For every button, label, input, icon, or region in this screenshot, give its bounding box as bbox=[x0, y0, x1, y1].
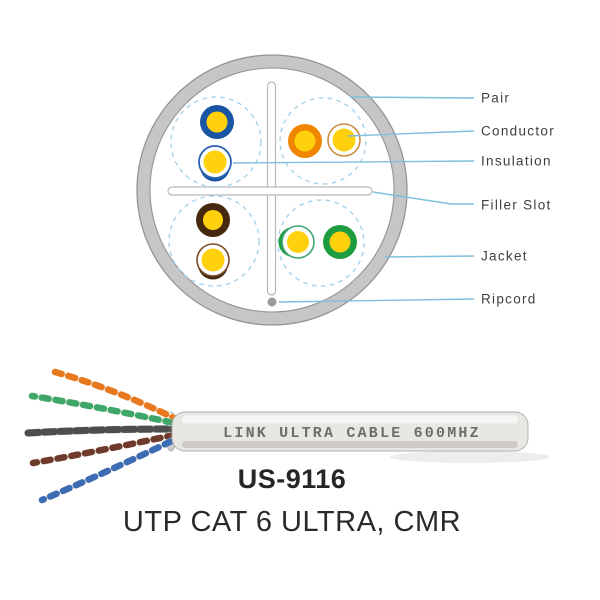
wire-blue-conductor bbox=[206, 111, 228, 133]
label-conductor: Conductor bbox=[481, 123, 555, 139]
label-filler-slot: Filler Slot bbox=[481, 197, 552, 213]
leader-ripcord bbox=[278, 298, 475, 303]
pair-gray-twist bbox=[24, 425, 178, 437]
ripcord-dot bbox=[267, 297, 277, 307]
label-jacket: Jacket bbox=[481, 248, 528, 264]
jacket-outer-edge bbox=[136, 54, 408, 326]
jacket-print-text: LINK ULTRA CABLE 600MHZ bbox=[223, 425, 481, 442]
wire-green-conductor bbox=[329, 231, 351, 253]
pair-boundary-top-left bbox=[170, 96, 262, 188]
wire-pair-green bbox=[278, 225, 357, 259]
product-model: US-9116 bbox=[237, 464, 347, 494]
pair-blue-twist bbox=[38, 435, 180, 504]
label-ripcord: Ripcord bbox=[481, 291, 537, 307]
cable-shadow bbox=[390, 451, 550, 463]
label-insulation: Insulation bbox=[481, 153, 552, 169]
pair-boundary-bottom-right bbox=[277, 199, 365, 287]
leader-conductor bbox=[347, 130, 475, 137]
wire-pair-blue bbox=[198, 105, 234, 182]
wire-pair-brown bbox=[196, 203, 230, 280]
wire-orange-white-conductor bbox=[332, 128, 356, 152]
cable-jacket-body: LINK ULTRA CABLE 600MHZ bbox=[171, 411, 529, 452]
leader-lines bbox=[232, 96, 475, 303]
pair-boundary-top-right bbox=[279, 97, 367, 185]
leader-jacket bbox=[384, 255, 475, 258]
label-pair: Pair bbox=[481, 90, 511, 106]
pair-boundaries bbox=[168, 96, 367, 287]
wire-blue-white-conductor bbox=[203, 150, 227, 174]
pair-green-twist bbox=[28, 392, 178, 427]
leader-pair bbox=[349, 96, 475, 99]
wire-brown-white-conductor bbox=[201, 248, 225, 272]
jacket-inner-edge bbox=[149, 67, 395, 313]
cable-illustration-svg: LINK ULTRA CABLE 600MHZ bbox=[24, 368, 550, 504]
leader-insulation bbox=[232, 160, 475, 164]
cable-illustration: LINK ULTRA CABLE 600MHZ bbox=[0, 355, 600, 515]
pair-boundary-bottom-left bbox=[168, 195, 260, 287]
wire-orange-conductor bbox=[294, 130, 316, 152]
filler-cross bbox=[167, 81, 373, 296]
cross-section-svg bbox=[136, 54, 475, 326]
jacket-highlight bbox=[182, 415, 518, 424]
jacket-lower-shade bbox=[182, 441, 518, 448]
filler-horizontal-bar bbox=[167, 186, 373, 196]
twisted-pairs bbox=[24, 368, 180, 504]
pair-orange-twist bbox=[51, 368, 180, 423]
pair-brown-twist bbox=[29, 431, 178, 467]
leader-filler-slot bbox=[372, 191, 474, 205]
cable-cross-section-diagram: Pair Conductor Insulation Filler Slot Ja… bbox=[136, 54, 555, 326]
wire-green-white-conductor bbox=[287, 231, 309, 253]
product-description: UTP CAT 6 ULTRA, CMR bbox=[122, 506, 462, 538]
wire-pair-orange bbox=[288, 123, 361, 158]
wire-brown-conductor bbox=[203, 210, 223, 230]
